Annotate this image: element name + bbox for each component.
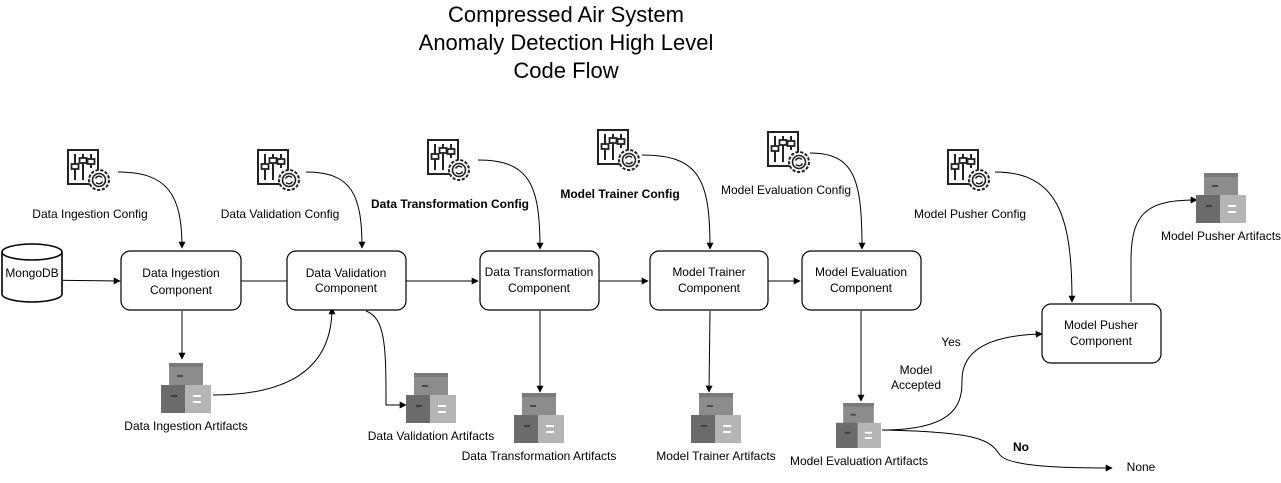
artifact-boxes-icon <box>161 363 211 413</box>
config-data-validation: Data Validation Config <box>221 149 340 221</box>
config-label: Data Transformation Config <box>371 197 529 211</box>
artifact-model-trainer: Model Trainer Artifacts <box>656 393 776 463</box>
config-sliders-gear-icon <box>67 149 110 191</box>
decision-label-line-2: Accepted <box>891 378 941 392</box>
config-label: Data Ingestion Config <box>32 207 147 221</box>
component-label-line-1: Data Transformation <box>485 265 594 279</box>
artifact-boxes-icon <box>406 373 456 423</box>
diagram-title-line-3: Code Flow <box>513 58 618 83</box>
component-label-line-1: Model Pusher <box>1064 318 1138 332</box>
component-label-line-2: Component <box>150 283 213 297</box>
component-data-validation[interactable]: Data Validation Component <box>286 250 407 311</box>
diagram-title-line-1: Compressed Air System <box>448 2 684 27</box>
artifact-data-ingestion: Data Ingestion Artifacts <box>124 363 248 433</box>
artifact-data-validation: Data Validation Artifacts <box>368 373 495 443</box>
decision-no-label: No <box>1013 440 1029 454</box>
mongodb-label: MongoDB <box>5 266 58 280</box>
artifact-model-evaluation: Model Evaluation Artifacts <box>790 403 928 468</box>
mongodb-source: MongoDB <box>1 243 63 303</box>
config-data-ingestion: Data Ingestion Config <box>32 149 148 221</box>
config-sliders-gear-icon <box>427 139 470 181</box>
component-model-pusher[interactable]: Model Pusher Component <box>1041 303 1162 364</box>
edge-ingestion-artifact-to-validation <box>212 307 336 396</box>
decision-yes-label: Yes <box>941 335 961 349</box>
component-label-line-2: Component <box>315 281 378 295</box>
config-sliders-gear-icon <box>597 129 640 171</box>
component-label-line-1: Data Validation <box>306 266 387 280</box>
artifact-data-transformation: Data Transformation Artifacts <box>462 393 617 463</box>
config-label: Model Trainer Config <box>560 187 679 201</box>
component-label-line-2: Component <box>1070 334 1133 348</box>
artifact-label: Data Ingestion Artifacts <box>124 419 247 433</box>
edge-validation-artifact <box>365 310 407 409</box>
config-data-transformation: Data Transformation Config <box>371 139 529 211</box>
database-cylinder-icon <box>1 243 63 303</box>
component-label-line-1: Model Trainer <box>672 265 745 279</box>
artifact-label: Model Pusher Artifacts <box>1161 229 1281 243</box>
component-data-transformation[interactable]: Data Transformation Component <box>479 250 600 311</box>
config-model-evaluation: Model Evaluation Config <box>721 131 851 197</box>
component-model-trainer[interactable]: Model Trainer Component <box>649 250 769 311</box>
edge-evaluation-config <box>809 152 866 250</box>
edge-pusher-config <box>994 171 1076 303</box>
config-model-trainer: Model Trainer Config <box>560 129 680 201</box>
config-sliders-gear-icon <box>767 131 810 173</box>
component-data-ingestion[interactable]: Data Ingestion Component <box>120 250 242 311</box>
component-label-line-1: Data Ingestion <box>142 266 219 280</box>
artifact-boxes-icon <box>691 393 741 443</box>
config-sliders-gear-icon <box>257 149 300 191</box>
edge-accepted-no <box>881 429 1113 472</box>
artifact-boxes-icon <box>1196 173 1246 223</box>
component-label-line-2: Component <box>678 281 741 295</box>
edge-transformation-config <box>477 159 544 250</box>
artifact-label: Data Transformation Artifacts <box>462 449 617 463</box>
config-label: Data Validation Config <box>221 207 340 221</box>
artifact-boxes-icon <box>836 403 881 448</box>
artifact-boxes-icon <box>514 393 564 443</box>
edge-validation-config <box>305 171 366 249</box>
config-label: Model Evaluation Config <box>721 183 851 197</box>
edge-ingestion-config <box>117 171 186 249</box>
config-sliders-gear-icon <box>947 149 990 191</box>
decision-label-line-1: Model <box>900 363 933 377</box>
component-label-line-2: Component <box>508 281 571 295</box>
config-label: Model Pusher Config <box>914 207 1026 221</box>
edge-accepted-yes <box>881 330 1043 431</box>
component-label-line-1: Model Evaluation <box>815 265 907 279</box>
component-model-evaluation[interactable]: Model Evaluation Component <box>801 250 922 311</box>
artifact-label: Data Validation Artifacts <box>368 429 495 443</box>
edge-pusher-artifact <box>1130 196 1198 302</box>
component-label-line-2: Component <box>830 281 893 295</box>
config-model-pusher: Model Pusher Config <box>914 149 1026 221</box>
edge-trainer-config <box>641 154 714 250</box>
decision-none-label: None <box>1127 460 1156 474</box>
diagram-title-line-2: Anomaly Detection High Level <box>419 30 714 55</box>
artifact-model-pusher: Model Pusher Artifacts <box>1161 173 1281 243</box>
artifact-label: Model Trainer Artifacts <box>656 449 775 463</box>
artifact-label: Model Evaluation Artifacts <box>790 454 928 468</box>
edge-trainer-artifact <box>705 310 713 393</box>
